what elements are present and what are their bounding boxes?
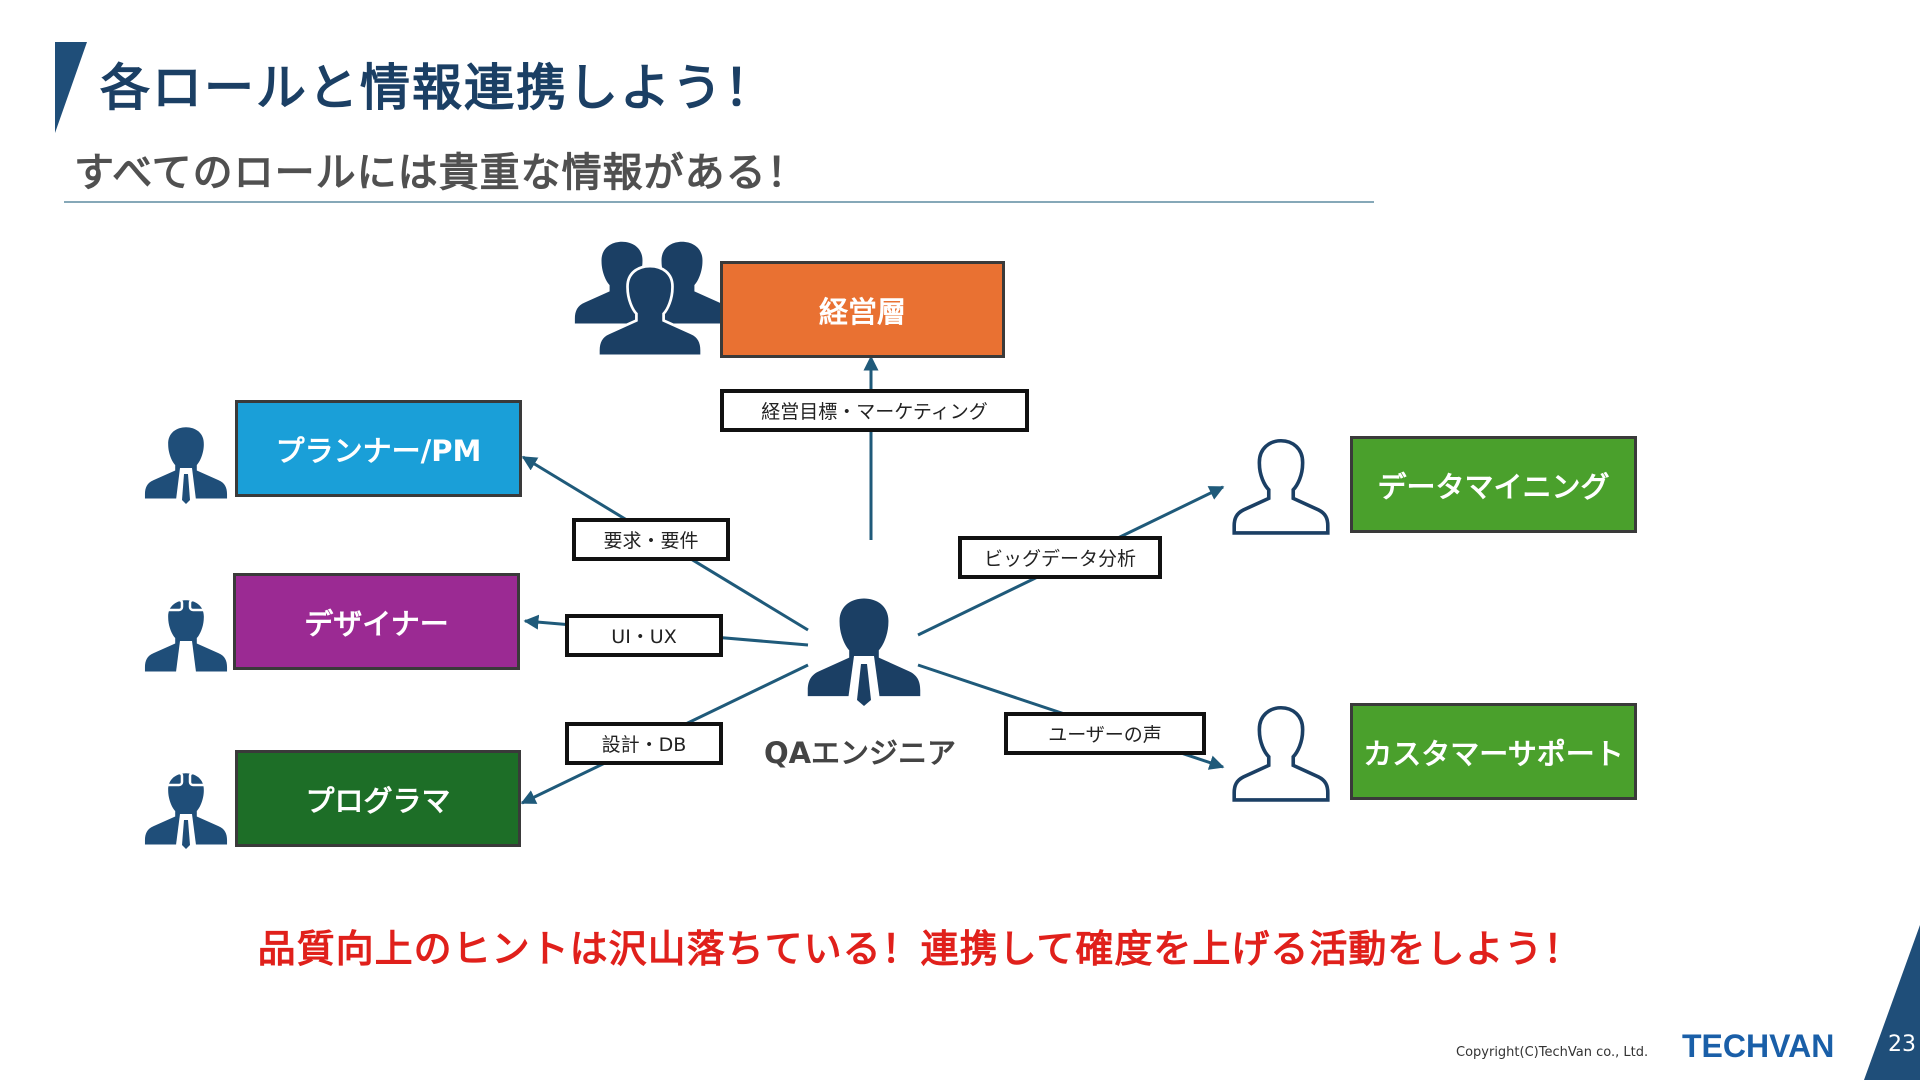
programmer-person-icon [144,771,228,853]
role-label-planner: プランナー/PM [275,433,482,468]
edge-label-planner: 要求・要件 [572,518,730,561]
role-label-datamining: データマイニング [1377,469,1610,504]
page-subtitle: すべてのロールには貴重な情報がある！ [74,150,808,196]
edge-label-designer: UI・UX [565,614,723,657]
edge-label-executive: 経営目標・マーケティング [720,389,1029,432]
role-label-executive: 経営層 [818,294,906,329]
designer-person-icon [144,598,228,680]
qa-engineer-icon [807,598,921,712]
role-box-support: カスタマーサポート [1350,703,1637,800]
edge-label-datamining: ビッグデータ分析 [958,536,1162,579]
role-label-support: カスタマーサポート [1363,736,1624,771]
datamining-person-icon [1232,438,1330,535]
role-box-programmer: プログラマ [235,750,521,847]
edge-label-programmer: 設計・DB [565,722,723,765]
role-label-designer: デザイナー [304,606,449,641]
callout-message: 品質向上のヒントは沢山落ちている！連携して確度を上げる活動をしよう！ [257,927,1583,971]
role-box-designer: デザイナー [233,573,520,670]
planner-person-icon [144,427,228,508]
page-title: 各ロールと情報連携しよう！ [100,59,776,117]
role-box-executive: 経営層 [720,261,1005,358]
role-label-programmer: プログラマ [305,783,451,818]
title-accent-bar [55,42,87,133]
corner-decoration [1864,925,1920,1080]
role-box-datamining: データマイニング [1350,436,1637,533]
executive-group-icon [574,241,730,358]
techvan-logo: TECHVAN [1682,1028,1835,1064]
page-number: 23 [1888,1032,1916,1057]
copyright-text: Copyright(C)TechVan co., Ltd. [1456,1045,1649,1060]
role-box-planner: プランナー/PM [235,400,522,497]
qa-engineer-label: QAエンジニア [763,736,957,770]
edge-label-support: ユーザーの声 [1004,712,1206,755]
support-person-icon [1232,705,1330,802]
